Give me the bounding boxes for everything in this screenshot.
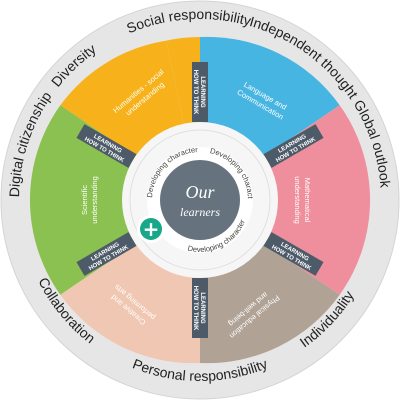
segment-scientific — [29, 105, 200, 295]
label-mathematical: Mathematical understanding — [293, 176, 312, 224]
plus-button[interactable]: + — [137, 215, 165, 243]
svg-text:+[interactable]: + — [143, 217, 160, 241]
svg-text:understanding: understanding — [293, 176, 302, 224]
svg-text:HOW TO THINK: HOW TO THINK — [192, 286, 198, 331]
svg-text:Mathematical: Mathematical — [303, 178, 312, 223]
banner-bottom: LEARNING HOW TO THINK — [192, 278, 208, 338]
svg-text:Scientific: Scientific — [80, 185, 89, 215]
segment-mathematical — [200, 105, 371, 295]
center-circle — [160, 160, 240, 240]
svg-text:LEARNING: LEARNING — [199, 76, 205, 108]
svg-text:HOW TO THINK: HOW TO THINK — [192, 70, 198, 115]
center-subtitle: learners — [180, 205, 220, 219]
label-scientific: Scientific understanding — [80, 176, 99, 224]
center-title: Our — [185, 182, 215, 202]
svg-text:LEARNING: LEARNING — [199, 292, 205, 324]
banner-top: LEARNING HOW TO THINK — [192, 62, 208, 122]
svg-text:understanding: understanding — [90, 176, 99, 224]
plus-icon[interactable] — [140, 218, 162, 240]
